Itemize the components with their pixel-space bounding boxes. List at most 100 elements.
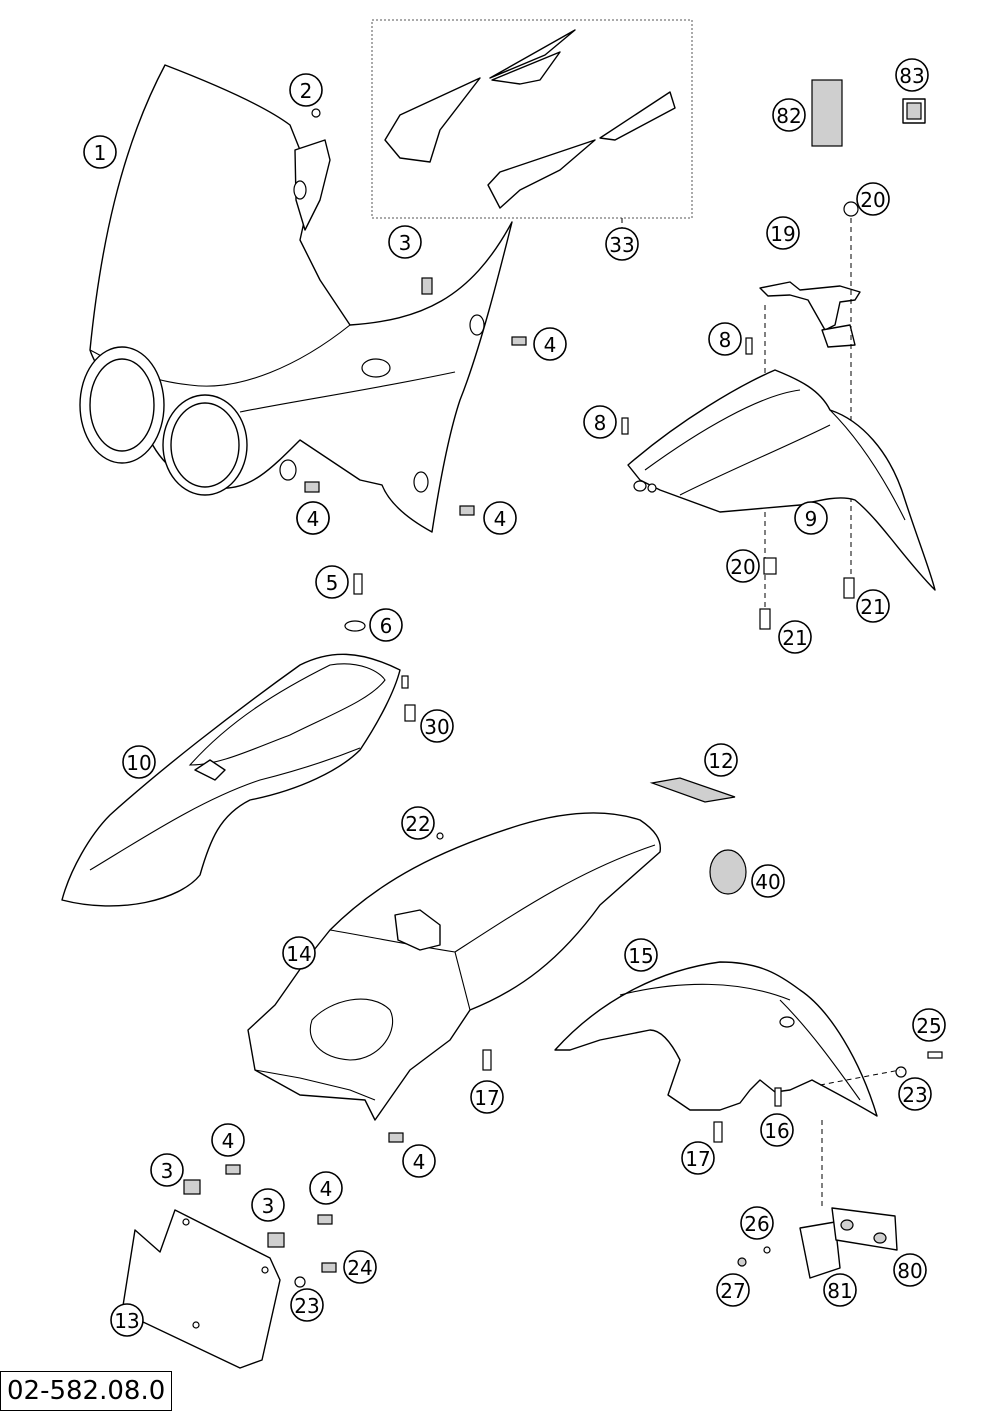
callout-3: 3 (388, 225, 422, 259)
screw-part (511, 336, 527, 346)
callout-27: 27 (716, 1273, 750, 1307)
fender-bracket-part (759, 281, 861, 348)
callout-circle (726, 549, 760, 583)
nut-part (895, 1066, 907, 1078)
callout-3: 3 (251, 1188, 285, 1222)
callout-number: 23 (294, 1294, 319, 1318)
screw-part (321, 1262, 337, 1273)
callout-number: 20 (860, 188, 885, 212)
callout-circle (402, 1144, 436, 1178)
callout-number: 4 (222, 1129, 235, 1153)
callout-circle (740, 1206, 774, 1240)
callout-number: 14 (286, 942, 311, 966)
callout-circle (343, 1250, 377, 1284)
callout-number: 17 (685, 1147, 710, 1171)
callout-number: 30 (424, 715, 449, 739)
callout-6: 6 (369, 608, 403, 642)
callout-circle (296, 501, 330, 535)
callout-circle (483, 501, 517, 535)
screw-part (225, 1164, 241, 1175)
callout-circle (681, 1141, 715, 1175)
callout-12: 12 (704, 743, 738, 777)
callout-circle (150, 1153, 184, 1187)
callout-number: 81 (827, 1279, 852, 1303)
callout-number: 22 (405, 812, 430, 836)
callout-circle (760, 1113, 794, 1147)
callout-number: 40 (755, 870, 780, 894)
screw-part (304, 481, 320, 493)
callout-circle (708, 322, 742, 356)
callout-24: 24 (343, 1250, 377, 1284)
bushing-part (404, 704, 416, 722)
callout-circle (211, 1123, 245, 1157)
callout-number: 12 (708, 749, 733, 773)
callout-16: 16 (760, 1113, 794, 1147)
front-fender-part (627, 369, 936, 591)
callout-number: 27 (720, 1279, 745, 1303)
callout-circle (716, 1273, 750, 1307)
callout-83: 83 (895, 58, 929, 92)
screw-part (388, 1132, 404, 1143)
callout-circle (704, 743, 738, 777)
callout-number: 24 (347, 1256, 372, 1280)
callout-circle (624, 938, 658, 972)
screw-part (459, 505, 475, 516)
callout-number: 9 (805, 507, 818, 531)
callout-circle (856, 182, 890, 216)
callout-number: 6 (380, 614, 393, 638)
callout-number: 20 (730, 555, 755, 579)
callout-circle (110, 1303, 144, 1337)
label-part (902, 98, 926, 124)
callout-circle (470, 1080, 504, 1114)
callout-2: 2 (289, 73, 323, 107)
callout-number: 80 (897, 1259, 922, 1283)
callout-circle (605, 227, 639, 261)
reflector-part (811, 79, 843, 147)
screw-part (774, 1087, 782, 1107)
callout-19: 19 (766, 216, 800, 250)
callout-number: 26 (744, 1212, 769, 1236)
callout-number: 15 (628, 944, 653, 968)
callout-circle (388, 225, 422, 259)
callout-number: 4 (494, 507, 507, 531)
callout-circle (290, 1288, 324, 1322)
callout-21: 21 (778, 620, 812, 654)
callout-circle (369, 608, 403, 642)
washer-part (763, 1246, 771, 1254)
callout-21: 21 (856, 589, 890, 623)
callout-30: 30 (420, 709, 454, 743)
clip-nut-part (421, 277, 433, 295)
callout-number: 4 (413, 1150, 426, 1174)
callout-number: 1 (94, 141, 107, 165)
callout-circle (533, 327, 567, 361)
callout-25: 25 (912, 1008, 946, 1042)
callout-4: 4 (402, 1144, 436, 1178)
callout-circle (772, 98, 806, 132)
callout-circle (856, 589, 890, 623)
decal-kit-group (371, 19, 693, 230)
callout-number: 13 (114, 1309, 139, 1333)
callout-40: 40 (751, 864, 785, 898)
callout-4: 4 (483, 501, 517, 535)
nut-part (737, 1257, 747, 1267)
callout-33: 33 (605, 227, 639, 261)
callout-number: 82 (776, 104, 801, 128)
callout-8: 8 (583, 405, 617, 439)
side-cover-part (61, 653, 409, 907)
callout-number: 4 (307, 507, 320, 531)
light-part (831, 1207, 898, 1251)
callout-circle (289, 73, 323, 107)
callout-22: 22 (401, 806, 435, 840)
callout-number: 4 (544, 333, 557, 357)
callout-number: 25 (916, 1014, 941, 1038)
callout-circle (420, 709, 454, 743)
screw-part (927, 1051, 943, 1059)
callout-circle (251, 1188, 285, 1222)
callout-80: 80 (893, 1253, 927, 1287)
callout-number: 5 (326, 571, 339, 595)
callout-circle (898, 1077, 932, 1111)
screw-part (317, 1214, 333, 1225)
callout-number: 8 (719, 328, 732, 352)
callout-circle (794, 501, 828, 535)
